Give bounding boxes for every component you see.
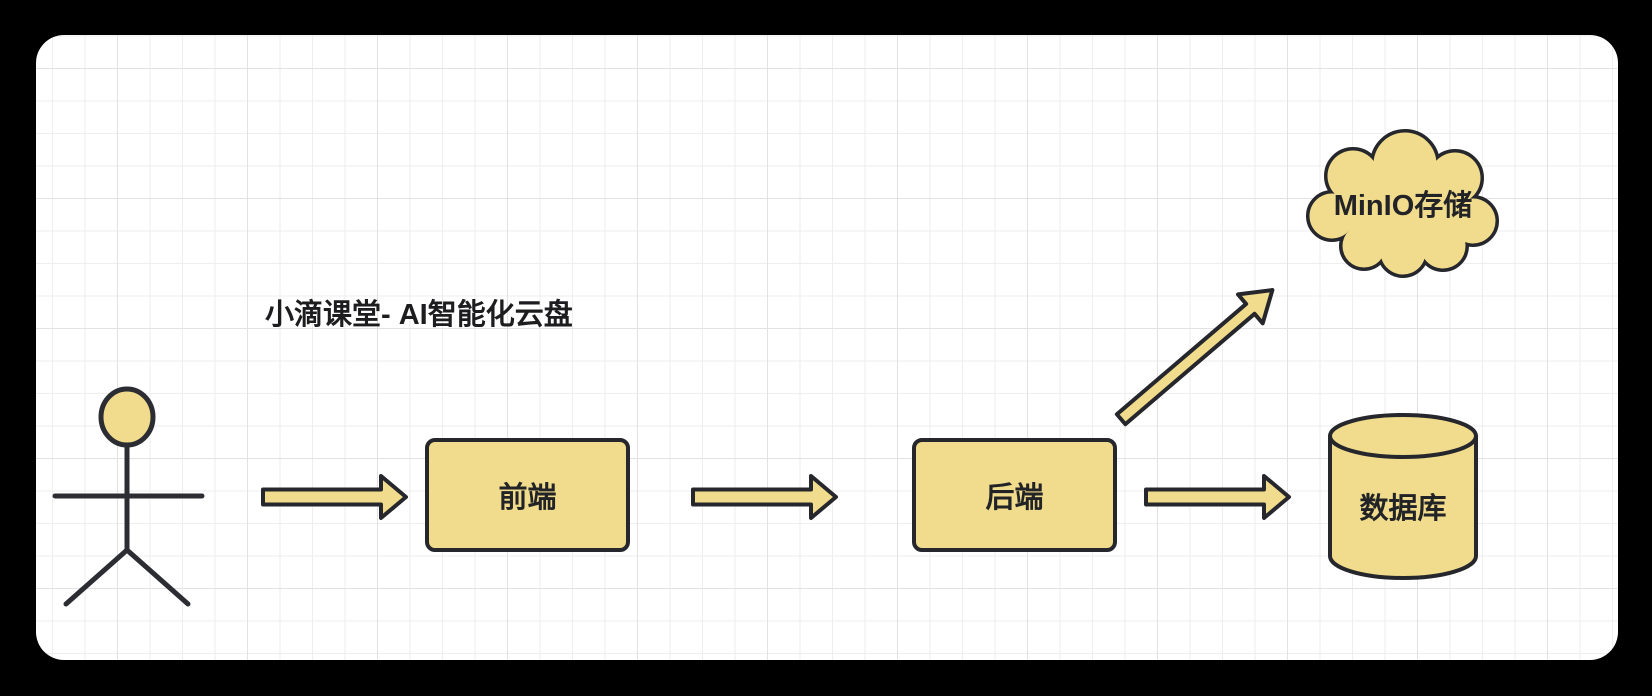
node-backend: 后端 [912,438,1117,552]
node-frontend: 前端 [425,438,630,552]
cloud-shape-minio [1306,129,1499,278]
arrow-backend-to-database-icon [1144,474,1291,520]
node-frontend-label: 前端 [498,482,557,514]
node-backend-label: 后端 [985,482,1044,514]
arrow-actor-to-frontend-icon [261,474,408,520]
diagram-canvas: 小滴课堂- AI智能化云盘 前端 后端 [36,35,1618,660]
diagram-title: 小滴课堂- AI智能化云盘 [265,299,573,331]
arrow-frontend-to-backend-icon [691,474,838,520]
arrow-backend-to-storage-icon [1114,288,1275,427]
database-cylinder-shape [1328,413,1478,580]
stick-figure-actor-icon [52,386,205,607]
